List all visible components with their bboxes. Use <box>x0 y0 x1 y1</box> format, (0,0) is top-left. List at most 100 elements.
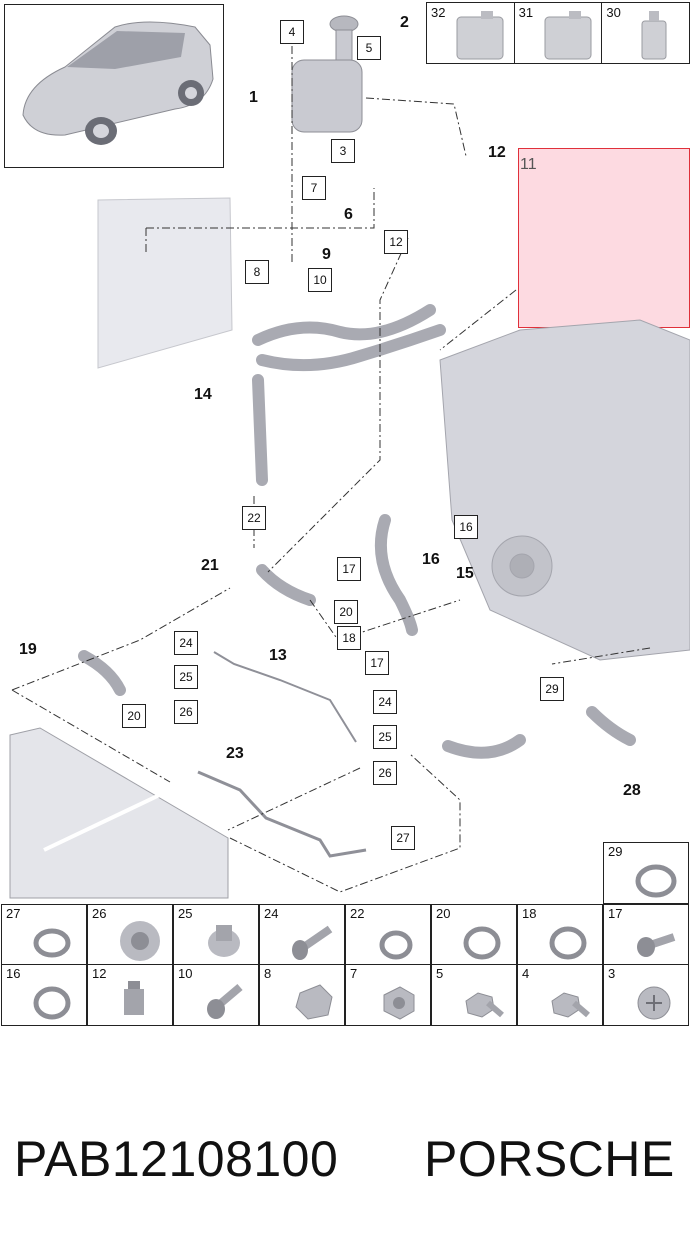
callout-1: 1 <box>249 89 258 106</box>
line-art <box>9 15 690 899</box>
callout-17-b: 17 <box>365 651 389 675</box>
canister-icon <box>456 11 504 60</box>
engine <box>439 319 690 661</box>
part-cell: 12 <box>87 964 173 1026</box>
callout-20: 20 <box>334 600 358 624</box>
hose-clamp-icon <box>463 926 501 960</box>
part-number: 4 <box>522 966 530 981</box>
callout-27: 27 <box>391 826 415 850</box>
hex-bolt-icon <box>551 992 590 1018</box>
expansion-tank <box>291 15 363 133</box>
hex-nut-icon <box>295 984 333 1020</box>
bottle-icon <box>641 11 667 60</box>
part-number: 12 <box>92 966 107 981</box>
brand-name: PORSCHE <box>424 1131 675 1187</box>
part-cell: 5 <box>431 964 517 1026</box>
hose-clamp-icon <box>635 864 677 898</box>
part-number: 3 <box>608 966 616 981</box>
part-cell: 4 <box>517 964 603 1026</box>
callout-22: 22 <box>242 506 266 530</box>
callout-14: 14 <box>194 386 212 403</box>
flange-nut-icon <box>208 925 240 957</box>
callout-24: 24 <box>174 631 198 655</box>
part-cell: 17 <box>603 904 689 966</box>
part-cell: 27 <box>1 904 87 966</box>
callout-15: 15 <box>456 565 474 582</box>
hose-clamp-icon <box>549 926 587 960</box>
radiator <box>9 727 229 899</box>
part-cell: 3 <box>603 964 689 1026</box>
callout-19: 19 <box>19 641 37 658</box>
callout-7: 7 <box>302 176 326 200</box>
part-cell: 26 <box>87 904 173 966</box>
hose-clamp-icon <box>33 986 71 1020</box>
callout-8: 8 <box>245 260 269 284</box>
callout-20-b: 20 <box>122 704 146 728</box>
connector-icon <box>124 981 144 1015</box>
part-cell: 8 <box>259 964 345 1026</box>
callout-28: 28 <box>623 782 641 799</box>
highlight-region <box>518 148 690 328</box>
part-code: PAB12108100 <box>14 1131 339 1187</box>
part-cell: 24 <box>259 904 345 966</box>
footer: PAB12108100 PORSCHE <box>0 1130 690 1200</box>
callout-24-b: 24 <box>373 690 397 714</box>
callout-25: 25 <box>174 665 198 689</box>
callout-26-b: 26 <box>373 761 397 785</box>
fluid-number: 30 <box>606 5 621 20</box>
hose-clamp-icon <box>33 928 71 958</box>
part-number: 17 <box>608 906 623 921</box>
grommet-icon <box>120 921 160 961</box>
screw-icon <box>637 986 671 1020</box>
callout-16-box: 16 <box>454 515 478 539</box>
vehicle-thumbnail <box>4 4 224 168</box>
callout-17: 17 <box>337 557 361 581</box>
callout-3: 3 <box>331 139 355 163</box>
part-cell: 22 <box>345 904 431 966</box>
callout-21: 21 <box>201 557 219 574</box>
part-cell: 7 <box>345 964 431 1026</box>
part-number: 25 <box>178 906 193 921</box>
callout-2: 2 <box>400 14 409 31</box>
part-cell: 20 <box>431 904 517 966</box>
fluid-cell: 31 <box>515 3 603 63</box>
callout-4: 4 <box>280 20 304 44</box>
fluid-cell: 32 <box>427 3 515 63</box>
part-cell: 16 <box>1 964 87 1026</box>
part-number: 18 <box>522 906 537 921</box>
callout-16: 16 <box>422 551 440 568</box>
callout-12: 12 <box>488 144 506 161</box>
callout-23: 23 <box>226 745 244 762</box>
exploded-diagram: 32 31 30 11 <box>4 2 690 904</box>
part-number: 20 <box>436 906 451 921</box>
part-number: 5 <box>436 966 444 981</box>
part-number: 27 <box>6 906 21 921</box>
hose-clamp-icon <box>379 930 413 960</box>
part-number: 16 <box>6 966 21 981</box>
part-number: 7 <box>350 966 358 981</box>
callout-11: 11 <box>520 156 537 173</box>
callout-12-box: 12 <box>384 230 408 254</box>
bolt-icon <box>292 925 333 960</box>
fluid-cell: 30 <box>602 3 689 63</box>
part-number: 22 <box>350 906 365 921</box>
part-cell: 25 <box>173 904 259 966</box>
callout-25-b: 25 <box>373 725 397 749</box>
part-cell: 18 <box>517 904 603 966</box>
callout-18: 18 <box>337 626 361 650</box>
callout-9: 9 <box>322 246 331 263</box>
hex-bolt-icon <box>465 992 504 1018</box>
canister-icon <box>544 11 592 60</box>
suv-icon <box>22 21 214 145</box>
part-cell-29: 29 <box>603 842 689 904</box>
hex-nut-icon <box>383 986 415 1020</box>
parts-grid: 27 26 25 24 22 20 18 17 16 12 10 8 7 5 4… <box>0 902 690 1026</box>
bolt-icon <box>207 983 243 1019</box>
callout-10: 10 <box>308 268 332 292</box>
part-number: 24 <box>264 906 279 921</box>
fluids-box: 32 31 30 <box>426 2 690 64</box>
part-cell: 10 <box>173 964 259 1026</box>
callout-6: 6 <box>344 206 353 223</box>
part-number: 8 <box>264 966 272 981</box>
callout-26: 26 <box>174 700 198 724</box>
